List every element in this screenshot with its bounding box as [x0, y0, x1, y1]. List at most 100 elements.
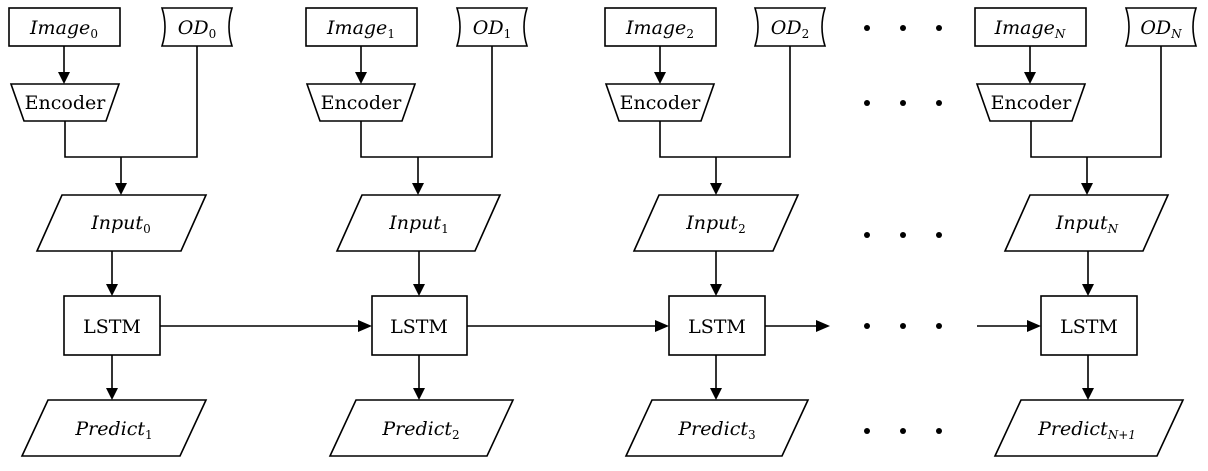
od-subscript-2: 2	[802, 27, 810, 41]
ellipsis-dot	[864, 428, 870, 434]
predict-label-n: Predict	[1037, 418, 1108, 440]
od-label-1: OD	[473, 17, 504, 39]
image-subscript-2: 2	[686, 27, 694, 41]
svg-text:Input0: Input0	[90, 212, 150, 236]
merge-line-1	[360, 46, 493, 158]
svg-text:Image1: Image1	[326, 17, 395, 41]
od-box-1	[455, 7, 529, 47]
od-subscript-0: 0	[209, 27, 217, 41]
merge-line-2	[659, 46, 791, 158]
predict-label-0: Predict	[74, 418, 145, 440]
recurrent-connections	[160, 320, 1041, 332]
arrowhead	[106, 284, 118, 296]
encoder-label-1: Encoder	[321, 92, 403, 114]
arrowhead	[654, 72, 666, 84]
image-box-n	[974, 7, 1087, 47]
od-label-0: OD	[178, 17, 209, 39]
lstm-box-n	[1040, 295, 1138, 356]
predict-box-1	[328, 399, 515, 457]
svg-text:Predict1: Predict1	[74, 418, 152, 442]
input-label-1: Input	[388, 212, 441, 234]
ellipsis-dot	[900, 428, 906, 434]
image-label-0: Image	[29, 17, 90, 39]
predict-subscript-0: 1	[145, 428, 153, 442]
od-box-2	[753, 7, 827, 47]
image-label-1: Image	[326, 17, 387, 39]
ellipsis-dot	[864, 100, 870, 106]
ellipsis-dot	[864, 323, 870, 329]
input-box-n	[1003, 194, 1170, 252]
predict-subscript-2: 3	[748, 428, 756, 442]
input-label-2: Input	[685, 212, 738, 234]
encoder-box-n	[975, 83, 1087, 122]
svg-text:Predict2: Predict2	[381, 418, 459, 442]
svg-text:PredictN+1: PredictN+1	[1037, 418, 1136, 442]
lstm-box-1	[371, 295, 468, 356]
column-0: Image0 OD0 Encoder Input0 LSTM Predict1	[8, 7, 234, 457]
ellipsis-dot	[936, 232, 942, 238]
arrowhead	[710, 183, 722, 195]
svg-text:OD2: OD2	[771, 17, 809, 41]
lstm-label-2: LSTM	[688, 316, 746, 338]
predict-label-2: Predict	[677, 418, 748, 440]
predict-subscript-n: N+1	[1107, 428, 1136, 442]
input-subscript-n: N	[1107, 222, 1119, 236]
input-subscript-1: 1	[441, 222, 449, 236]
svg-text:Image2: Image2	[625, 17, 694, 41]
encoder-box-2	[604, 83, 716, 122]
ellipsis-row-3	[864, 232, 942, 238]
column-2: Image2 OD2 Encoder Input2 LSTM Predict3	[604, 7, 827, 457]
svg-text:InputN: InputN	[1055, 212, 1119, 236]
input-subscript-0: 0	[143, 222, 151, 236]
ellipsis-dot	[936, 323, 942, 329]
column-n: ImageN ODN Encoder InputN LSTM PredictN+…	[974, 7, 1198, 457]
input-label-0: Input	[90, 212, 143, 234]
svg-text:OD0: OD0	[178, 17, 216, 41]
predict-box-0	[20, 399, 208, 457]
input-label-n: Input	[1055, 212, 1108, 234]
od-label-n: OD	[1140, 17, 1171, 39]
lstm-label-0: LSTM	[83, 316, 141, 338]
svg-text:Predict3: Predict3	[677, 418, 755, 442]
ellipsis-dots	[864, 25, 942, 434]
encoder-box-1	[305, 83, 417, 122]
arrowhead	[413, 284, 425, 296]
predict-box-2	[624, 399, 810, 457]
od-subscript-n: N	[1170, 27, 1182, 41]
encoder-label-n: Encoder	[991, 92, 1073, 114]
image-label-2: Image	[625, 17, 686, 39]
ellipsis-dot	[900, 323, 906, 329]
ellipsis-dot	[900, 232, 906, 238]
od-label-2: OD	[771, 17, 802, 39]
arrowhead	[115, 183, 127, 195]
ellipsis-dot	[900, 25, 906, 31]
ellipsis-dot	[936, 428, 942, 434]
input-subscript-2: 2	[738, 222, 746, 236]
svg-text:ODN: ODN	[1140, 17, 1182, 41]
arrowhead	[655, 320, 669, 332]
image-subscript-0: 0	[90, 27, 98, 41]
svg-text:Input2: Input2	[685, 212, 745, 236]
arrowhead	[1082, 388, 1094, 400]
arrowhead	[358, 320, 372, 332]
merge-line-n	[1030, 46, 1162, 158]
arrowhead	[1081, 183, 1093, 195]
ellipsis-dot	[936, 100, 942, 106]
ellipsis-dot	[936, 25, 942, 31]
arrowhead	[412, 183, 424, 195]
ellipsis-row-2	[864, 100, 942, 106]
lstm-label-n: LSTM	[1060, 316, 1118, 338]
ellipsis-dot	[900, 100, 906, 106]
arrowhead	[106, 388, 118, 400]
input-box-0	[35, 194, 208, 252]
svg-text:OD1: OD1	[473, 17, 511, 41]
image-box-2	[604, 7, 717, 47]
arrowhead	[1024, 72, 1036, 84]
merge-line-0	[64, 46, 198, 158]
svg-text:Image0: Image0	[29, 17, 98, 41]
arrowhead	[1027, 320, 1041, 332]
svg-text:ImageN: ImageN	[994, 17, 1066, 41]
input-box-2	[632, 194, 800, 252]
od-box-0	[160, 7, 234, 47]
